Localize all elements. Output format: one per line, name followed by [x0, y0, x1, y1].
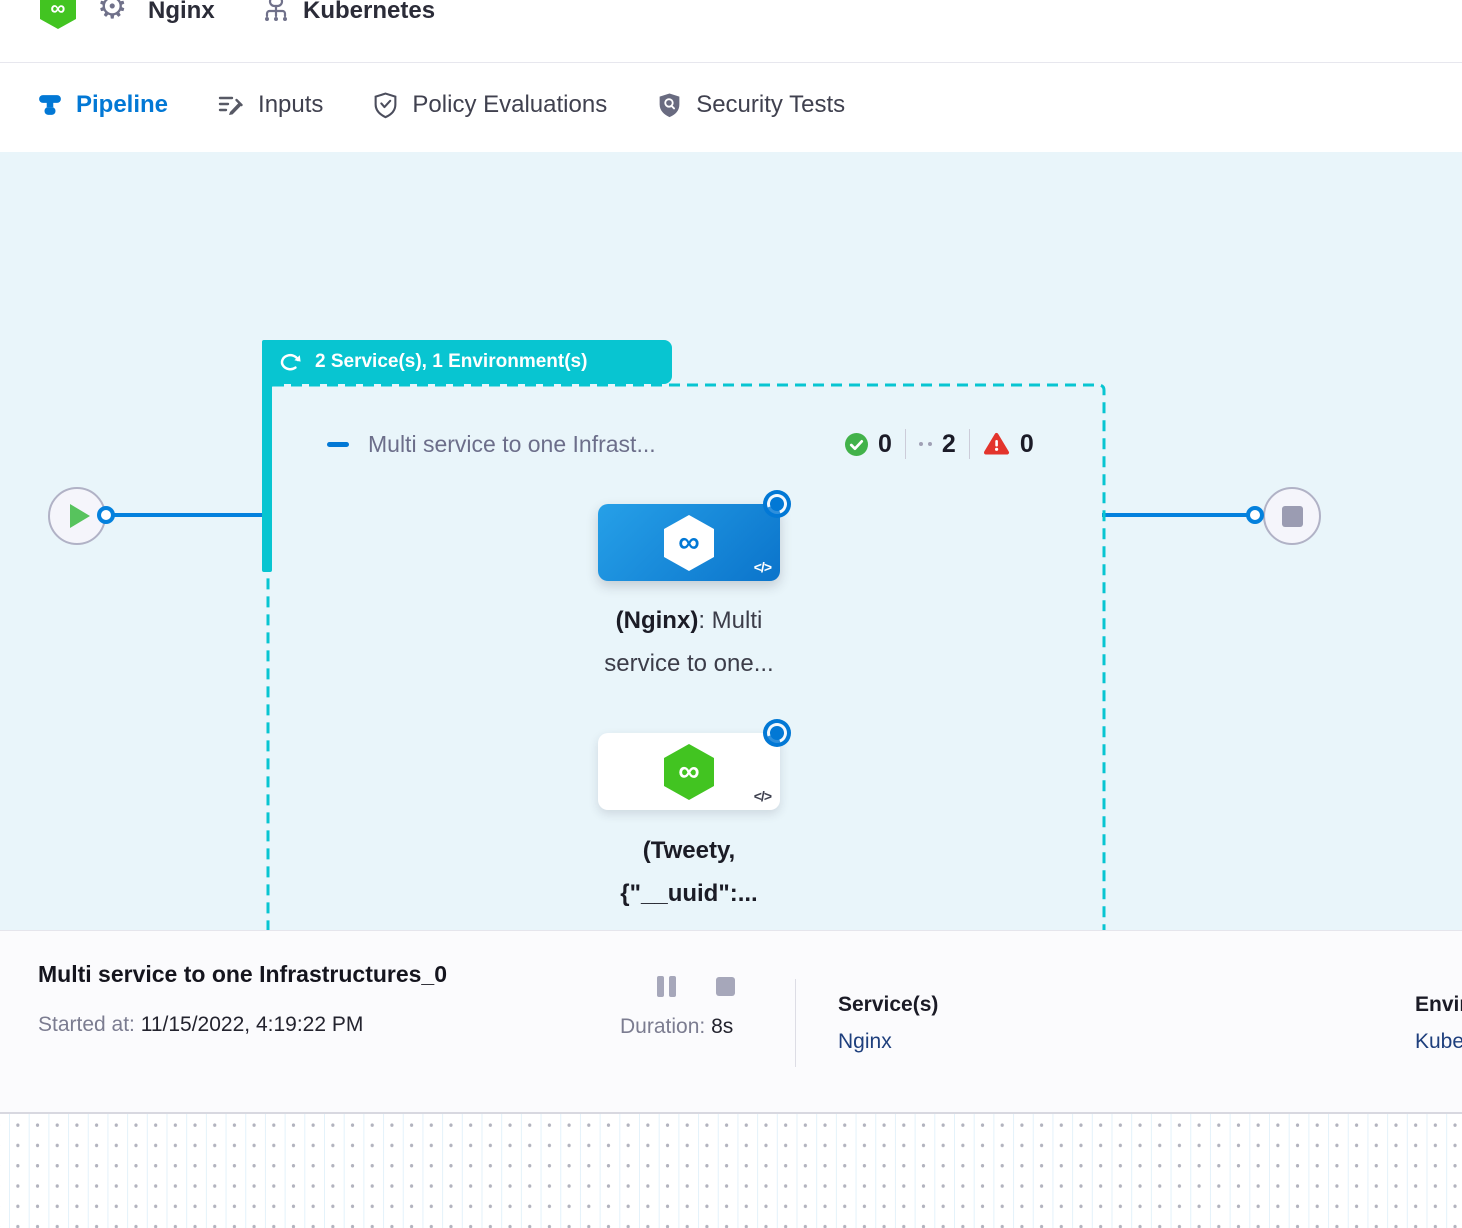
environment-icon: [265, 0, 287, 21]
success-count: 0: [878, 429, 892, 458]
execution-summary-bar: Multi service to one Infrastructures_0 S…: [0, 930, 1462, 1113]
tab-policy-evaluations[interactable]: Policy Evaluations: [373, 91, 607, 119]
play-icon: [69, 504, 90, 528]
inputs-icon: [218, 96, 243, 115]
failed-count-icon: [983, 433, 1009, 455]
template-code-icon: </>: [753, 559, 772, 575]
tab-bar: Pipeline Inputs Policy Evaluations: [0, 63, 1462, 214]
count-separator: [904, 429, 906, 459]
running-count-icon: [918, 442, 932, 446]
tab-policy-evaluations-label: Policy Evaluations: [412, 91, 608, 118]
count-separator: [968, 429, 970, 459]
policy-shield-icon: [375, 91, 397, 118]
gear-icon: ⚙: [97, 0, 128, 26]
harness-hexagon-icon: ∞: [664, 515, 714, 571]
running-spinner-badge: [763, 719, 791, 747]
started-at: Started at: 11/15/2022, 4:19:22 PM: [38, 1013, 363, 1037]
environment-link-kubernetes[interactable]: Kubernetes: [1415, 1030, 1462, 1053]
tab-pipeline-label: Pipeline: [76, 91, 169, 118]
service-node-nginx-label: (Nginx): Multi service to one...: [604, 607, 774, 677]
pipeline-end-node: [1263, 487, 1321, 545]
pipeline-start-node: [48, 487, 106, 545]
svg-text:∞: ∞: [51, 0, 66, 20]
footer-divider: [795, 979, 796, 1067]
services-column: Service(s) Nginx: [838, 993, 938, 1054]
tab-inputs-label: Inputs: [258, 91, 324, 118]
breadcrumb-bar: ∞ ⚙ Nginx Kubernetes: [0, 0, 1462, 63]
template-code-icon: </>: [753, 788, 772, 804]
start-node-port: [97, 506, 115, 524]
environments-label: Environment(s): [1415, 993, 1462, 1016]
stop-icon: [1281, 505, 1303, 527]
started-at-value: 11/15/2022, 4:19:22 PM: [140, 1013, 364, 1036]
collapse-stage-icon[interactable]: [327, 441, 349, 447]
duration-label: Duration:: [620, 1015, 706, 1038]
success-count-icon: [845, 432, 868, 456]
tab-security-tests-label: Security Tests: [696, 91, 846, 118]
execution-title: Multi service to one Infrastructures_0: [38, 961, 448, 987]
stage-group-badge-label: 2 Service(s), 1 Environment(s): [315, 351, 588, 372]
stage-title[interactable]: Multi service to one Infrast...: [368, 430, 656, 457]
tab-pipeline[interactable]: Pipeline: [38, 91, 168, 119]
end-node-port: [1246, 506, 1264, 524]
services-label: Service(s): [838, 993, 939, 1016]
edge-stage-to-end: [1102, 513, 1254, 517]
running-count: 2: [941, 429, 956, 458]
pipeline-canvas[interactable]: 2 Service(s), 1 Environment(s) Multi ser…: [0, 152, 1462, 1009]
breadcrumb-environment-name[interactable]: Kubernetes: [303, 0, 436, 24]
tab-inputs[interactable]: Inputs: [218, 91, 323, 119]
stop-button[interactable]: [716, 977, 735, 996]
stage-group-border: [266, 383, 1106, 1009]
duration: Duration: 8s: [620, 1015, 733, 1039]
environments-column: Environment(s) Kubernetes: [1415, 993, 1462, 1054]
pipeline-icon: [39, 95, 61, 115]
service-link-nginx[interactable]: Nginx: [838, 1030, 892, 1053]
failed-count: 0: [1019, 429, 1034, 458]
console-dot-grid[interactable]: [0, 1112, 1462, 1228]
pause-button[interactable]: [657, 976, 676, 997]
duration-value: 8s: [711, 1015, 734, 1038]
security-shield-icon: [659, 93, 680, 117]
service-node-tweety-label: (Tweety, {"__uuid":...: [620, 837, 758, 907]
svg-text:∞: ∞: [678, 526, 699, 559]
service-node-nginx[interactable]: ∞ </>: [598, 504, 780, 581]
harness-hexagon-icon: ∞: [664, 744, 714, 800]
breadcrumb-service-name[interactable]: Nginx: [148, 0, 215, 24]
svg-text:∞: ∞: [678, 755, 699, 788]
stage-status-counts: 0 2 0: [845, 425, 1034, 463]
service-node-tweety[interactable]: ∞ </>: [598, 733, 780, 810]
running-spinner-badge: [763, 490, 791, 518]
stage-group-badge[interactable]: 2 Service(s), 1 Environment(s): [262, 340, 672, 384]
loop-strategy-icon: [280, 353, 301, 371]
tab-security-tests[interactable]: Security Tests: [657, 91, 845, 119]
started-at-label: Started at:: [38, 1013, 135, 1036]
edge-start-to-stage: [106, 513, 266, 517]
harness-service-icon: ∞: [40, 0, 76, 29]
